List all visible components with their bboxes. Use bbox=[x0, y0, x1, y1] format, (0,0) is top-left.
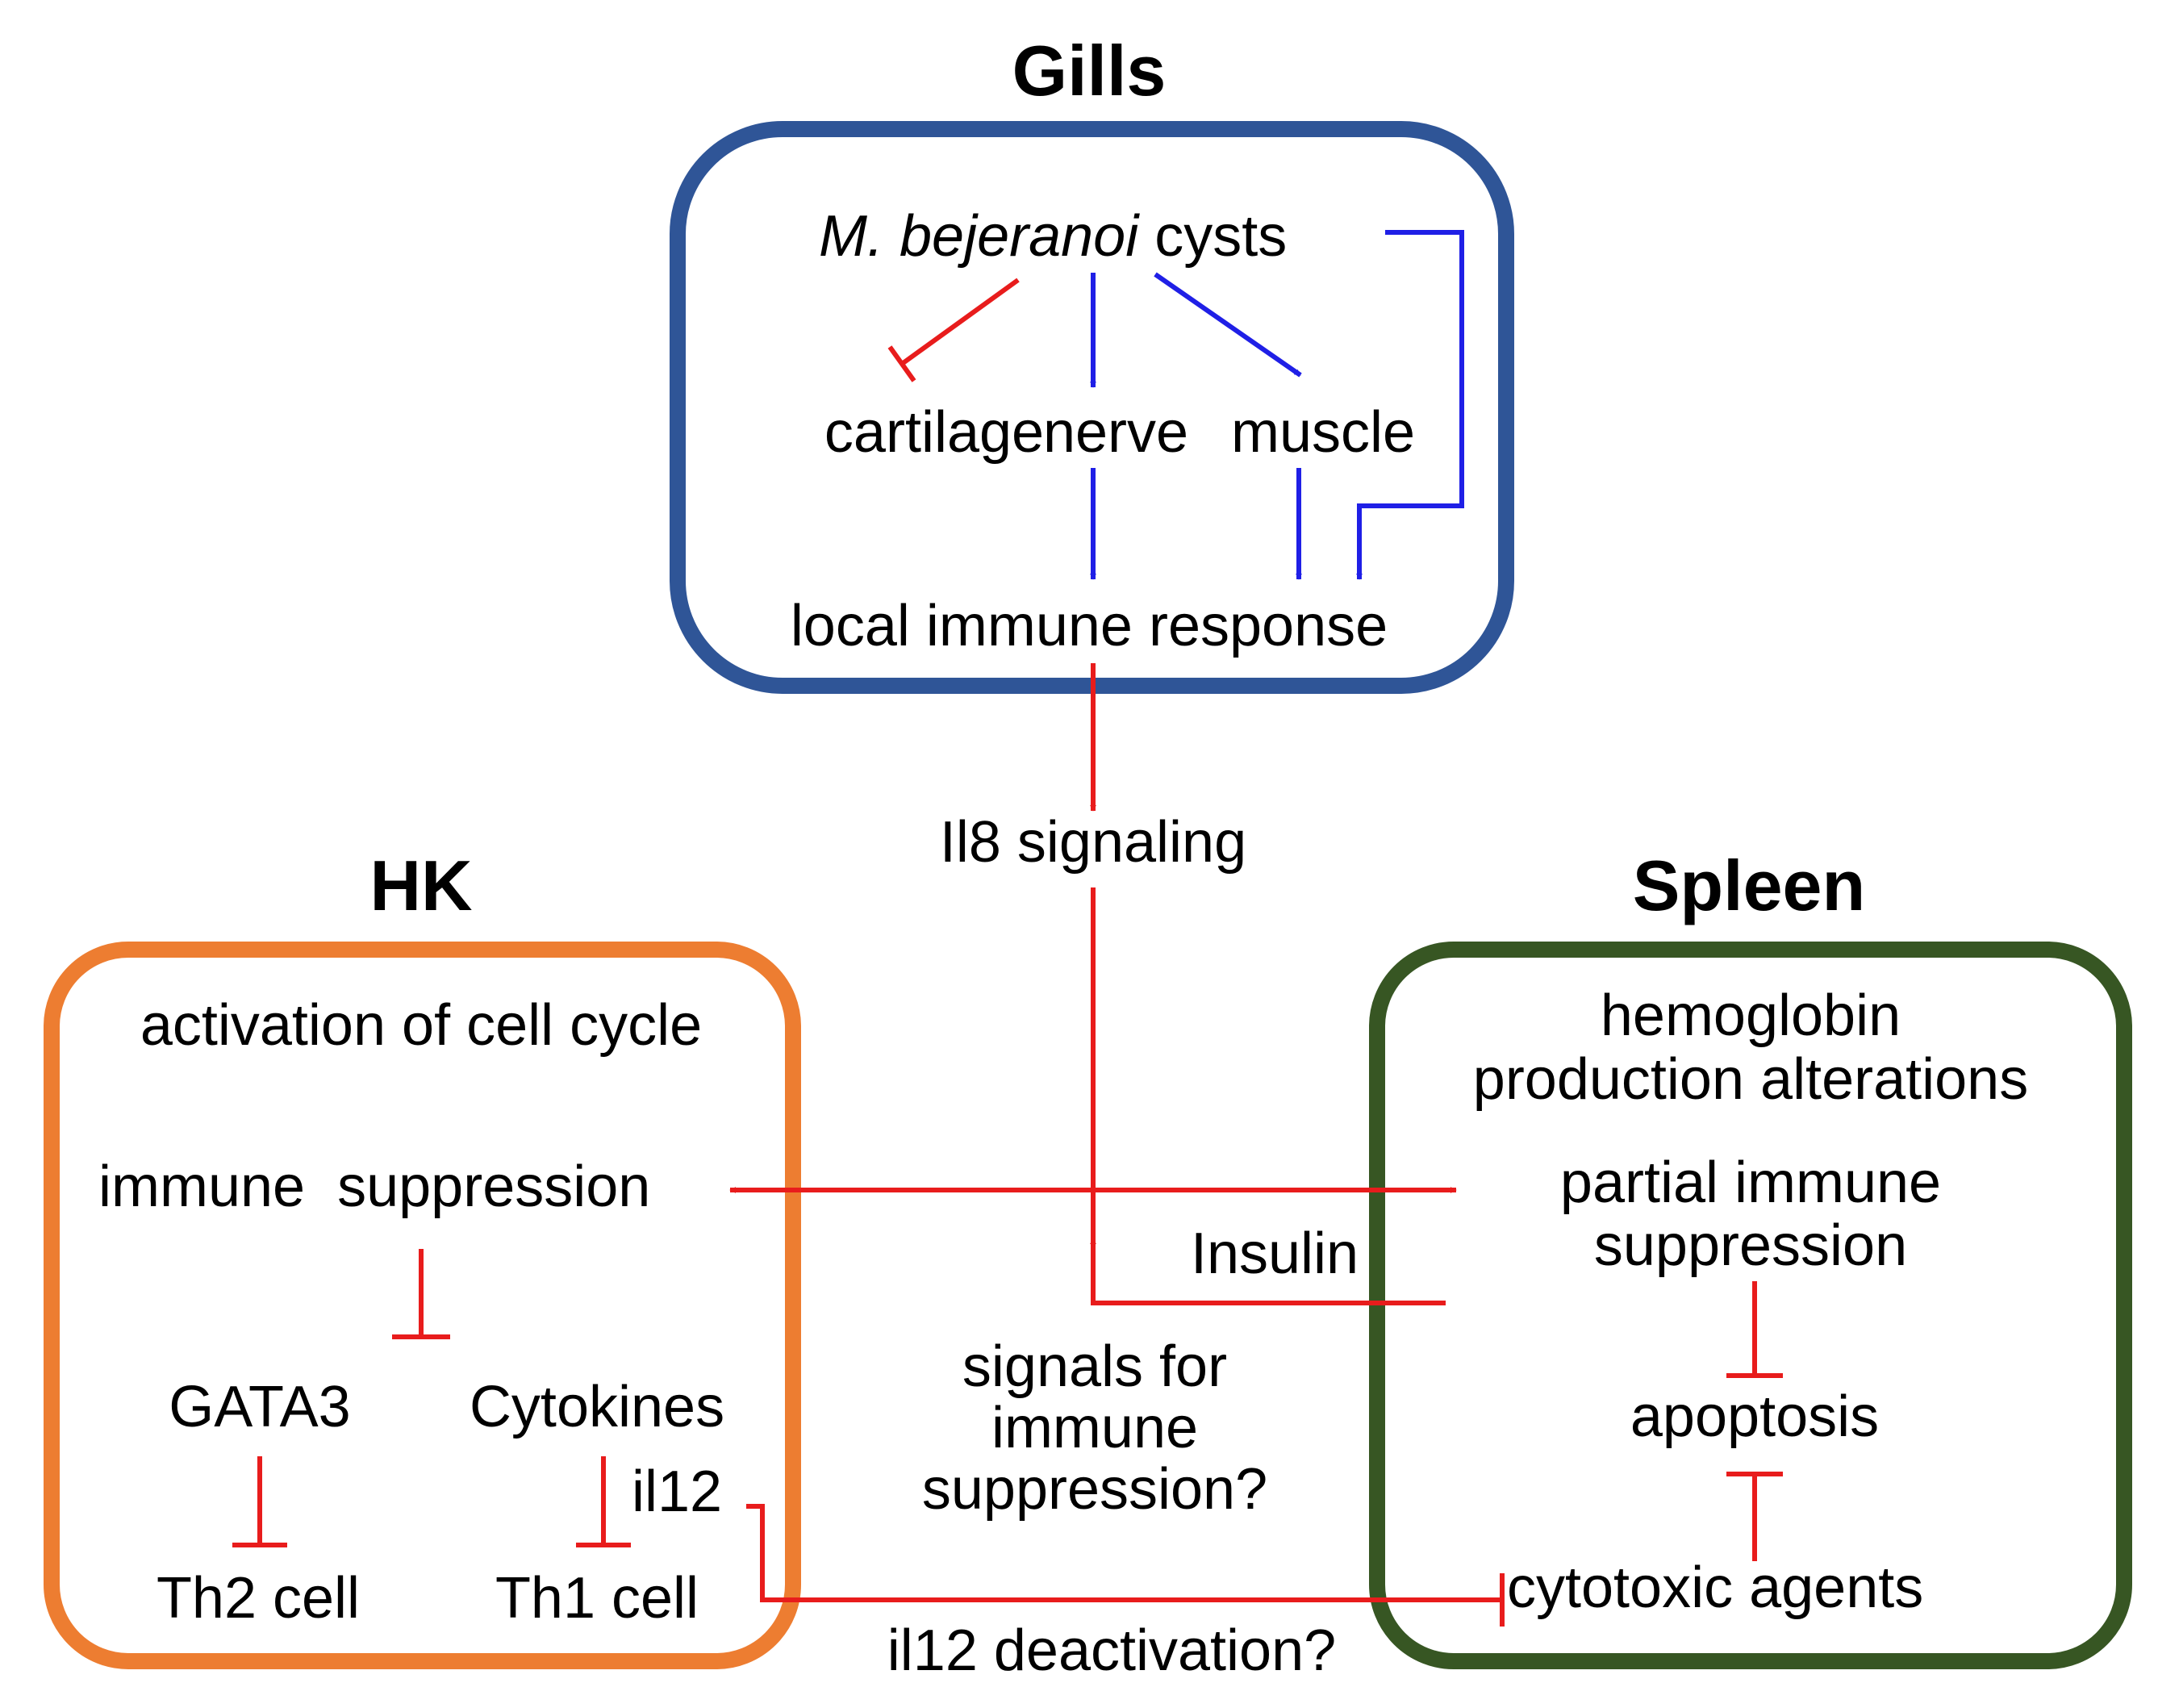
cysts-to-muscle-arrow bbox=[1154, 272, 1302, 378]
parasite-name: M. bejeranoi bbox=[819, 204, 1140, 269]
il8-signaling-label: Il8 signaling bbox=[940, 810, 1246, 875]
th2-cell-label: Th2 cell bbox=[157, 1566, 360, 1631]
muscle-label: muscle bbox=[1231, 400, 1415, 465]
insulin-label: Insulin bbox=[1191, 1221, 1359, 1286]
hemoglobin-line-1: hemoglobin bbox=[1601, 983, 1901, 1048]
cytokines-label: Cytokines bbox=[470, 1375, 724, 1439]
partial-suppression-line-1: partial immune bbox=[1560, 1150, 1941, 1215]
th1-cell-label: Th1 cell bbox=[495, 1566, 699, 1631]
hemoglobin-line-2: production alterations bbox=[1473, 1047, 2028, 1112]
signals-line-1: signals for bbox=[962, 1334, 1227, 1399]
insulin-arrow bbox=[1090, 1238, 1446, 1305]
hk-box bbox=[44, 942, 801, 1669]
cytotoxic-agents-label: cytotoxic agents bbox=[1507, 1556, 1923, 1620]
signals-line-2: immune bbox=[991, 1396, 1198, 1460]
partial-suppression-line-2: suppression bbox=[1594, 1213, 1907, 1278]
signals-line-3: suppression? bbox=[922, 1457, 1267, 1522]
cell-cycle-label: activation of cell cycle bbox=[140, 993, 702, 1058]
nerve-label: nerve bbox=[1043, 400, 1188, 465]
hk-title: HK bbox=[369, 846, 472, 925]
cartilage-inhibition-bar bbox=[887, 345, 916, 382]
gills-title: Gills bbox=[1012, 31, 1167, 111]
cysts-inhibit-cartilage bbox=[900, 278, 1020, 366]
gata3-label: GATA3 bbox=[169, 1375, 350, 1439]
apoptosis-label: apoptosis bbox=[1630, 1384, 1879, 1449]
il12-deactivation-label: il12 deactivation? bbox=[887, 1618, 1336, 1683]
parasite-suffix: cysts bbox=[1138, 204, 1287, 269]
spleen-title: Spleen bbox=[1633, 846, 1866, 925]
il12-label: il12 bbox=[632, 1460, 722, 1524]
cartilage-label: cartilage bbox=[824, 400, 1044, 465]
il12-deactivation-line bbox=[746, 1504, 1502, 1602]
cysts-to-response-arrow bbox=[1356, 230, 1464, 580]
parasite-cysts-label: M. bejeranoi cysts bbox=[819, 204, 1287, 269]
hk-immune-suppression-label: immune suppression bbox=[98, 1155, 650, 1219]
local-immune-response-label: local immune response bbox=[791, 594, 1388, 658]
